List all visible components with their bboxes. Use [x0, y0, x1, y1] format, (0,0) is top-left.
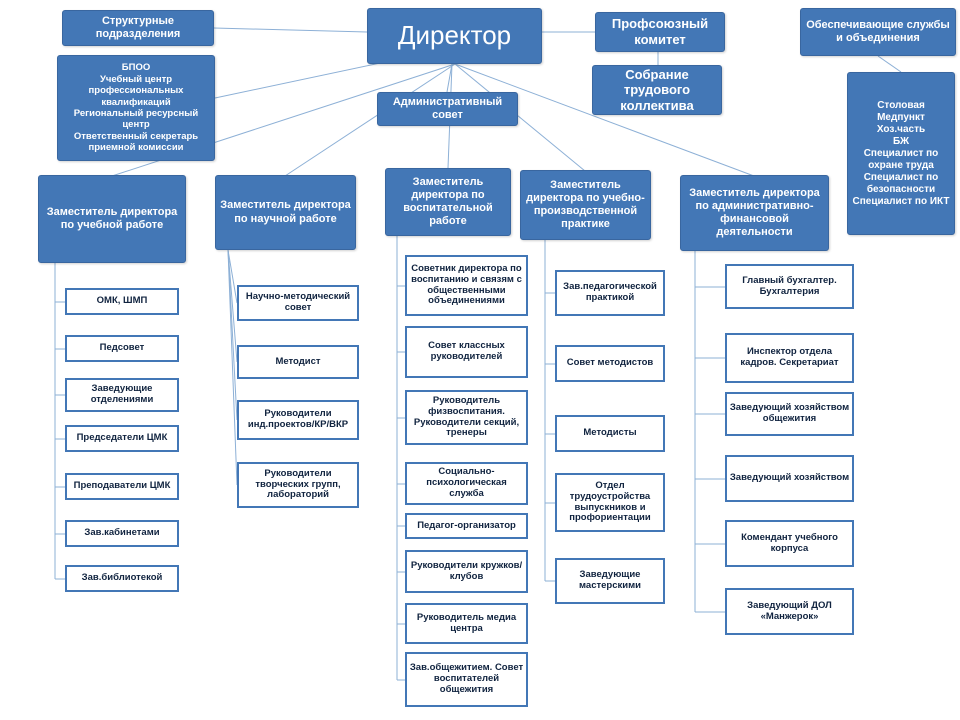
org-node: Советник директора по воспитанию и связя…	[405, 255, 528, 316]
node-deputy-practice: Заместитель директора по учебно-производ…	[520, 170, 651, 240]
node-director: Директор	[367, 8, 542, 64]
org-node: Руководитель медиа центра	[405, 603, 528, 644]
node-union-committee: Профсоюзный комитет	[595, 12, 725, 52]
node-deputy-upbringing: Заместитель директора по воспитательной …	[385, 168, 511, 236]
node-admin-council: Административный совет	[377, 92, 518, 126]
org-node: Зав.кабинетами	[65, 520, 179, 547]
org-node: Заведующий ДОЛ «Манжерок»	[725, 588, 854, 635]
org-node: Социально-психологическая служба	[405, 462, 528, 505]
org-node: Зав.педагогической практикой	[555, 270, 665, 316]
node-deputy-science: Заместитель директора по научной работе	[215, 175, 356, 250]
org-node: ОМК, ШМП	[65, 288, 179, 315]
org-node: Председатели ЦМК	[65, 425, 179, 452]
node-structural-units: Структурные подразделения	[62, 10, 214, 46]
org-node: Методист	[237, 345, 359, 379]
org-node: Руководители творческих групп, лаборатор…	[237, 462, 359, 508]
node-deputy-admin-finance: Заместитель директора по административно…	[680, 175, 829, 251]
org-node: Руководители инд.проектов/КР/ВКР	[237, 400, 359, 440]
org-node: Преподаватели ЦМК	[65, 473, 179, 500]
org-node: Главный бухгалтер. Бухгалтерия	[725, 264, 854, 309]
org-node: Совет классных руководителей	[405, 326, 528, 378]
org-node: Педагог-организатор	[405, 513, 528, 539]
org-node: Зав.библиотекой	[65, 565, 179, 592]
org-node: Педсовет	[65, 335, 179, 362]
org-node: Руководители кружков/клубов	[405, 550, 528, 593]
org-node: Заведующие отделениями	[65, 378, 179, 412]
org-node: Методисты	[555, 415, 665, 452]
org-node: Комендант учебного корпуса	[725, 520, 854, 567]
org-node: Совет методистов	[555, 345, 665, 382]
org-node: Руководитель физвоспитания. Руководители…	[405, 390, 528, 445]
node-services-list: Столовая Медпункт Хоз.часть БЖ Специалис…	[847, 72, 955, 235]
node-deputy-academic: Заместитель директора по учебной работе	[38, 175, 186, 263]
org-node: Инспектор отдела кадров. Секретариат	[725, 333, 854, 383]
node-labor-assembly: Собрание трудового коллектива	[592, 65, 722, 115]
org-node: Заведующий хозяйством общежития	[725, 392, 854, 436]
node-bpoo: БПОО Учебный центр профессиональных квал…	[57, 55, 215, 161]
org-node: Зав.общежитием. Совет воспитателей общеж…	[405, 652, 528, 707]
node-support-services: Обеспечивающие службы и объединения	[800, 8, 956, 56]
org-node: Научно-методический совет	[237, 285, 359, 321]
org-node: Заведующий хозяйством	[725, 455, 854, 502]
org-node: Отдел трудоустройства выпускников и проф…	[555, 473, 665, 532]
org-node: Заведующие мастерскими	[555, 558, 665, 604]
